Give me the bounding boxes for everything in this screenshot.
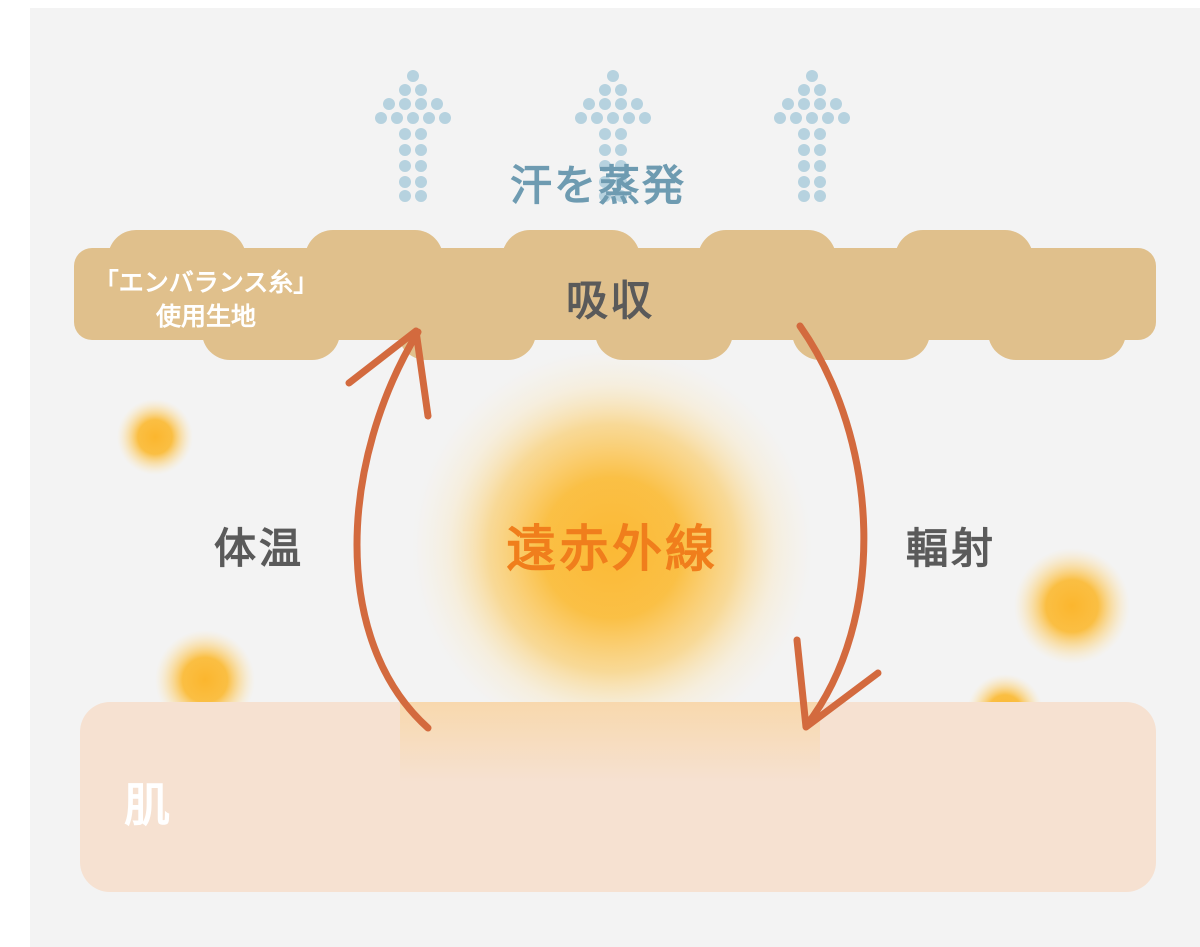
skin-glow-overlay xyxy=(400,702,820,782)
cycle-arrows xyxy=(345,322,882,732)
radiation-label: 輻射 xyxy=(906,524,997,573)
fabric-label-line2: 使用生地 xyxy=(155,301,256,331)
fabric-bump xyxy=(595,300,733,360)
fabric-bump xyxy=(108,230,246,290)
glow-orb xyxy=(117,399,193,475)
absorb-label: 吸収 xyxy=(566,276,655,325)
glow-orb-center xyxy=(412,348,812,748)
dotted-up-arrow-icon xyxy=(375,70,451,202)
glow-orb xyxy=(1014,548,1130,664)
curved-arrow-icon-down xyxy=(793,322,882,731)
far-infrared-label: 遠赤外線 xyxy=(506,520,718,578)
evaporate-label: 汗を蒸発 xyxy=(510,161,687,210)
fabric-label-line1: 「エンバランス糸」 xyxy=(93,268,319,297)
skin-label: 肌 xyxy=(124,778,170,832)
curved-arrow-icon-up xyxy=(345,327,432,732)
skin-layer xyxy=(80,702,1156,892)
fabric-bump xyxy=(698,230,836,290)
skin-band xyxy=(80,702,1156,892)
fabric-bump xyxy=(792,300,930,360)
body-heat-label: 体温 xyxy=(214,524,305,573)
dotted-up-arrow-icon xyxy=(774,70,850,202)
fabric-bump xyxy=(305,230,443,290)
fabric-layer xyxy=(74,230,1156,360)
fabric-bump xyxy=(502,230,640,290)
fabric-bump xyxy=(398,300,536,360)
fabric-bump xyxy=(988,300,1126,360)
fabric-bump xyxy=(895,230,1033,290)
fabric-bump xyxy=(202,300,340,360)
fabric-label: 「エンバランス糸」 使用生地 xyxy=(86,266,326,334)
